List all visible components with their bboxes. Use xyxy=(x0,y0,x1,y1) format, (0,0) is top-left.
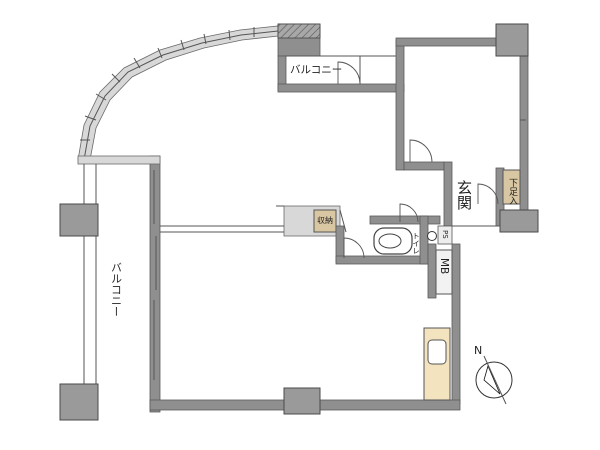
entrance-area: 下足入 玄関 xyxy=(443,161,539,233)
toilet-room: トイレ PS xyxy=(335,203,453,265)
balcony-left-label: バルコニー xyxy=(110,262,123,317)
storage-label: 収納 xyxy=(317,215,333,225)
meter-box: MB xyxy=(427,243,461,405)
kitchen-counter xyxy=(423,327,451,401)
toilet-label: トイレ xyxy=(412,232,421,255)
entrance-label: 玄関 xyxy=(455,180,473,211)
top-balcony: バルコニー xyxy=(277,23,405,93)
compass: N xyxy=(474,344,513,405)
left-balcony: バルコニー xyxy=(59,155,161,421)
compass-north-label: N xyxy=(474,344,482,357)
storage-closet: 収納 xyxy=(283,205,347,237)
gas-meter-icon xyxy=(427,231,437,241)
balcony-top-label: バルコニー xyxy=(290,64,342,76)
shoe-box-label: 下足入 xyxy=(507,178,518,205)
pipe-space-label: PS xyxy=(441,230,449,239)
living-room-walls xyxy=(149,155,461,415)
meter-box-label: MB xyxy=(438,258,450,274)
curved-exterior-wall xyxy=(77,25,279,161)
sink-icon xyxy=(427,339,447,365)
